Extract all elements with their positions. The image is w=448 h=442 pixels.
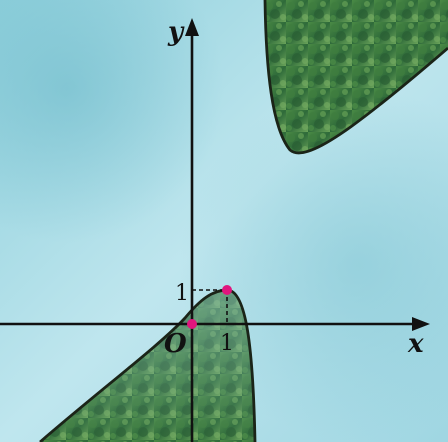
- origin-label: O: [164, 329, 187, 359]
- y-tick-label: 1: [175, 281, 189, 306]
- vertex-point: [222, 285, 232, 295]
- x-axis-arrow: [412, 317, 430, 331]
- x-tick-label: 1: [220, 331, 234, 356]
- lower-left-curve: [39, 288, 257, 442]
- y-axis-label: y: [167, 17, 185, 47]
- upper-right-curve: [263, 0, 448, 155]
- upper-right-region: [265, 0, 448, 153]
- y-axis-arrow: [185, 18, 199, 36]
- x-axis-label: x: [407, 329, 424, 359]
- lower-left-region-mist: [40, 290, 255, 442]
- origin-point: [187, 319, 197, 329]
